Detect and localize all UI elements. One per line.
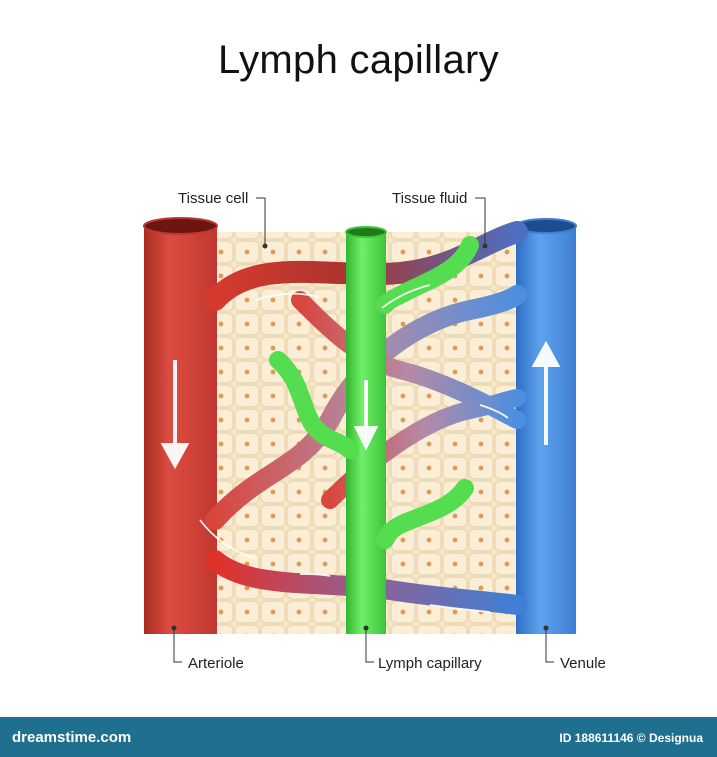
watermark-credit: ID 188611146 © Designua (559, 731, 703, 745)
small-flow-arrows (199, 284, 509, 613)
arteriole-opening (143, 217, 218, 235)
venule-callout (545, 628, 554, 663)
capillary-bottom (205, 550, 527, 615)
tissue-cell-label: Tissue cell (178, 190, 249, 207)
venule-flow-arrowhead (531, 340, 561, 367)
arteriole-callout (173, 628, 182, 663)
arteriole-flow-arrowhead (160, 443, 190, 470)
lymph-branch-top-right (376, 236, 479, 314)
callout-dots (171, 243, 549, 631)
lymph-branch-bottom-right (376, 479, 474, 549)
watermark-footer: dreamstime.com ID 188611146 © Designua (0, 717, 717, 757)
tissue-cell-callout (256, 197, 266, 246)
arteriole-label: Arteriole (188, 655, 244, 672)
arteriole-vessel (144, 226, 217, 634)
tissue-fluid-callout (475, 197, 486, 246)
watermark-site: dreamstime.com (12, 729, 132, 746)
lymph-capillary-opening (345, 226, 387, 238)
tissue-fluid-label: Tissue fluid (392, 190, 468, 207)
lymph-capillary-diagram (143, 197, 577, 663)
callout-lines (173, 197, 554, 663)
lymph-callout (365, 628, 374, 663)
lymph-capillary-label: Lymph capillary (378, 655, 482, 672)
venule-label: Venule (560, 655, 606, 672)
flow-arrows (160, 340, 561, 470)
lymph-flow-arrowhead (353, 426, 379, 451)
diagram-title: Lymph capillary (218, 38, 499, 82)
lymph-branch-left (269, 351, 359, 459)
